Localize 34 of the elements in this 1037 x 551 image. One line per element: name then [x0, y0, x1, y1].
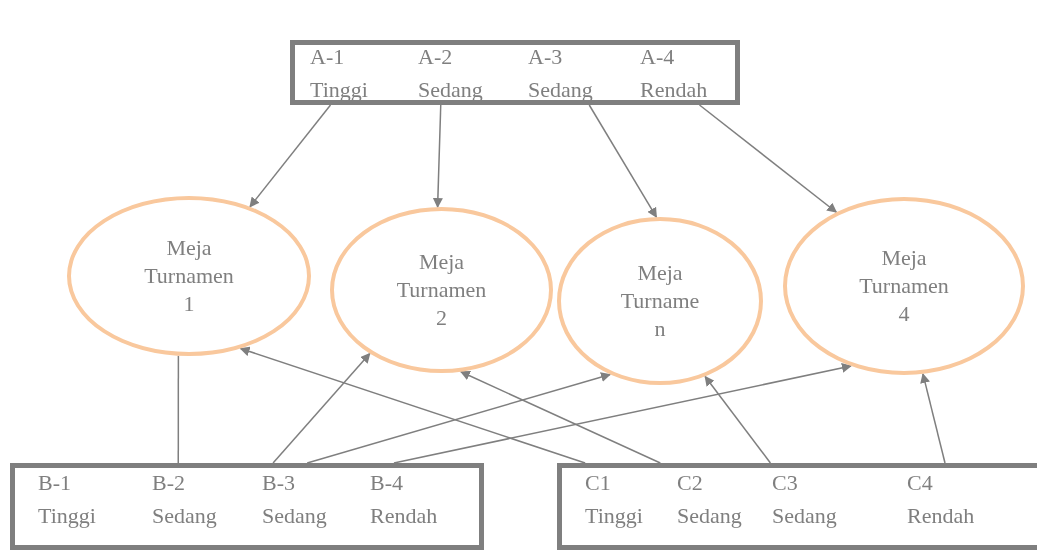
- member-label: C1 Tinggi: [585, 469, 643, 530]
- table-label: Meja Turnamen 2: [395, 248, 488, 332]
- group-box: [290, 40, 740, 105]
- table-label: Meja Turnamen 1: [143, 234, 235, 318]
- member-label: C4 Rendah: [907, 469, 975, 530]
- connector-line: [177, 354, 180, 464]
- table-label: Meja Turname n: [619, 259, 701, 343]
- tournament-table-ellipse: [330, 207, 553, 373]
- group-box: [557, 463, 1037, 550]
- arrow: [698, 104, 838, 213]
- member-label: B-1 Tinggi: [38, 469, 96, 530]
- arrow: [239, 346, 586, 464]
- member-label: C2 Sedang: [677, 469, 742, 530]
- arrow: [272, 352, 371, 464]
- arrow: [393, 362, 852, 464]
- tournament-table-ellipse: [557, 217, 763, 385]
- arrow: [704, 375, 772, 464]
- table-label: Meja Turnamen 4: [858, 244, 950, 328]
- arrow: [588, 104, 658, 218]
- tournament-table-ellipse: [783, 197, 1025, 375]
- arrow: [459, 370, 662, 464]
- arrow: [432, 104, 443, 209]
- member-label: C3 Sedang: [772, 469, 837, 530]
- member-label: A-2 Sedang: [418, 43, 483, 104]
- member-label: B-4 Rendah: [370, 469, 438, 530]
- member-label: B-3 Sedang: [262, 469, 327, 530]
- arrow: [306, 372, 611, 464]
- arrow: [920, 372, 946, 464]
- member-label: B-2 Sedang: [152, 469, 217, 530]
- member-label: A-3 Sedang: [528, 43, 593, 104]
- arrow: [249, 104, 332, 208]
- member-label: A-4 Rendah: [640, 43, 708, 104]
- group-box: [10, 463, 484, 550]
- tournament-table-ellipse: [67, 196, 311, 356]
